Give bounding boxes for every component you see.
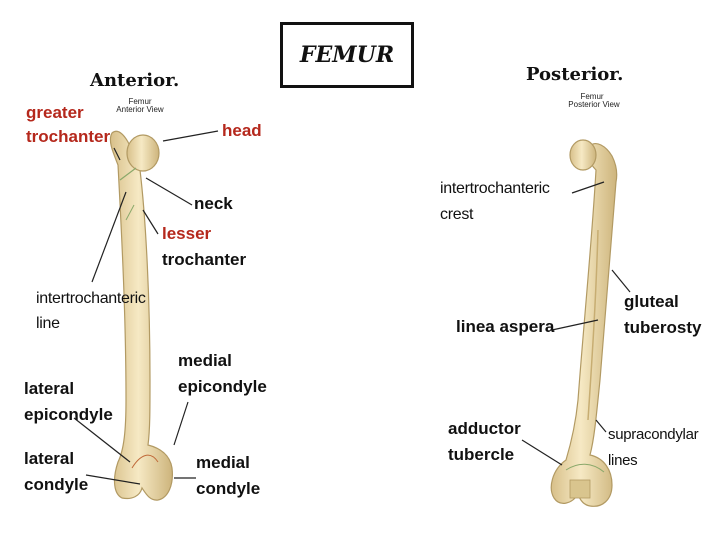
label-medial-condyle-line1: medial bbox=[196, 453, 250, 472]
arrow-medial-epicondyle bbox=[173, 401, 189, 446]
label-intertrochanteric-crest-line1: intertrochanteric bbox=[440, 180, 550, 197]
anterior-condyle-detail bbox=[131, 454, 159, 469]
label-lesser-trochanter-line1: lesser bbox=[162, 224, 212, 243]
arrow-lesser-trochanter bbox=[142, 209, 159, 235]
posterior-pointer-lines bbox=[521, 181, 631, 466]
arrow-adductor-tubercle bbox=[521, 439, 563, 466]
anterior-femoral-head bbox=[126, 134, 160, 172]
label-supracondylar-lines-line1: supracondylar bbox=[608, 426, 699, 443]
anterior-heading: Anterior. bbox=[90, 70, 180, 91]
arrow-linea-aspera bbox=[551, 319, 599, 331]
label-medial-condyle-line2: condyle bbox=[196, 479, 261, 498]
label-gluteal-tuberosity-line2: tuberosty bbox=[624, 318, 702, 337]
anterior-lesser-trochanter-detail bbox=[125, 204, 135, 221]
anterior-intertrochanteric-detail bbox=[119, 167, 137, 181]
title-box: FEMUR bbox=[280, 22, 414, 88]
anterior-caption-line2: Anterior View bbox=[116, 105, 164, 114]
posterior-condyle-notch bbox=[569, 479, 591, 499]
label-lateral-condyle-line1: lateral bbox=[24, 449, 75, 468]
label-lateral-epicondyle-line1: lateral bbox=[24, 379, 75, 398]
label-linea-aspera: linea aspera bbox=[456, 317, 555, 336]
arrow-lateral-epicondyle bbox=[73, 417, 131, 463]
label-lateral-epicondyle-line2: epicondyle bbox=[24, 405, 113, 424]
label-lateral-condyle-line2: condyle bbox=[24, 475, 89, 494]
posterior-caption-line1: Femur bbox=[580, 92, 604, 101]
label-greater-trochanter-line1: greater bbox=[26, 103, 84, 122]
posterior-condyle-detail bbox=[565, 463, 605, 473]
arrow-gluteal-tuberosity bbox=[611, 269, 631, 293]
label-supracondylar-lines-line2: lines bbox=[608, 452, 638, 469]
arrow-intertrochanteric-line bbox=[91, 191, 127, 283]
label-head: head bbox=[222, 121, 262, 140]
label-greater-trochanter-line2: trochanter bbox=[26, 127, 111, 146]
label-intertrochanteric-line-line2: line bbox=[36, 315, 60, 332]
label-medial-epicondyle-line2: epicondyle bbox=[178, 377, 267, 396]
label-lesser-trochanter-line2: trochanter bbox=[162, 250, 247, 269]
anterior-femur-drawing bbox=[109, 130, 173, 501]
posterior-femur-shaft bbox=[550, 143, 618, 507]
posterior-linea-aspera-detail bbox=[587, 229, 599, 421]
label-medial-epicondyle-line1: medial bbox=[178, 351, 232, 370]
label-adductor-tubercle-line1: adductor bbox=[448, 419, 521, 438]
label-intertrochanteric-line-line1: intertrochanteric bbox=[36, 290, 146, 307]
arrow-intertrochanteric-crest bbox=[571, 181, 605, 194]
label-gluteal-tuberosity-line1: gluteal bbox=[624, 292, 679, 311]
anterior-femur-shaft bbox=[109, 130, 173, 501]
anterior-pointer-lines bbox=[73, 130, 219, 485]
arrow-lateral-condyle bbox=[85, 474, 141, 485]
posterior-femur-drawing bbox=[550, 139, 618, 507]
anterior-caption-line1: Femur bbox=[128, 97, 152, 106]
arrow-head bbox=[162, 130, 219, 142]
posterior-heading: Posterior. bbox=[526, 64, 624, 85]
arrow-greater-trochanter bbox=[113, 147, 121, 161]
arrow-neck bbox=[145, 177, 193, 206]
label-neck: neck bbox=[194, 194, 233, 213]
label-intertrochanteric-crest-line2: crest bbox=[440, 206, 474, 223]
label-adductor-tubercle-line2: tubercle bbox=[448, 445, 515, 464]
posterior-caption-line2: Posterior View bbox=[568, 100, 620, 109]
arrow-supracondylar-lines bbox=[595, 419, 607, 433]
posterior-femoral-head bbox=[569, 139, 597, 171]
slide-title: FEMUR bbox=[299, 42, 395, 68]
